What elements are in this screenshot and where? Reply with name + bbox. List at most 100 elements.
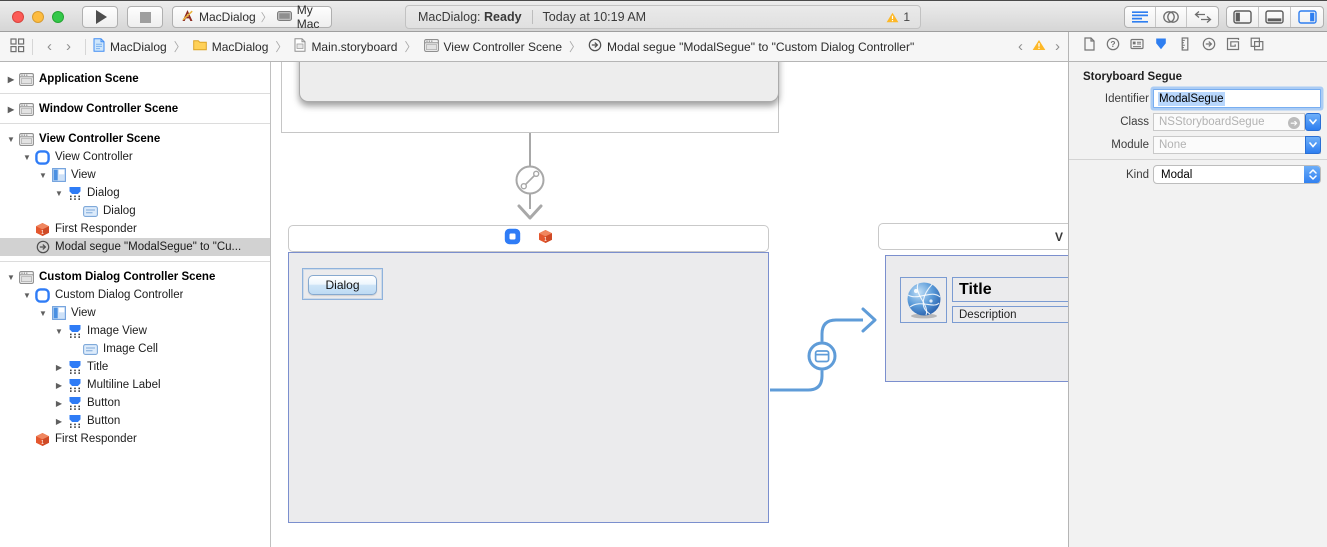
divider [32, 38, 33, 55]
toggle-debug-area-button[interactable] [1259, 7, 1291, 27]
standard-editor-button[interactable] [1125, 7, 1156, 27]
outline-row[interactable]: ▶Title [0, 358, 270, 376]
jump-to-class-icon[interactable]: ➔ [1288, 116, 1300, 129]
custom-dialog-view[interactable] [885, 255, 1068, 382]
inspector-tab-view-effects[interactable] [1250, 37, 1264, 56]
breadcrumb-item[interactable]: View Controller Scene [423, 38, 562, 55]
inspector-tab-identity[interactable] [1130, 38, 1144, 54]
disclosure-triangle[interactable]: ▼ [7, 272, 15, 282]
outline-row[interactable]: ▶Application Scene [0, 70, 270, 88]
inspector-tab-size[interactable] [1178, 37, 1192, 54]
previous-issue-button[interactable]: ‹ [1018, 38, 1023, 55]
custom-dialog-scene-header[interactable]: V [878, 223, 1068, 250]
disclosure-triangle[interactable]: ▼ [7, 134, 15, 144]
class-field[interactable]: NSStoryboardSegue ➔ [1153, 113, 1305, 131]
outline-row[interactable]: ▼Custom Dialog Controller [0, 286, 270, 304]
outline-row[interactable]: Image Cell [0, 340, 270, 358]
outline-row[interactable]: ▶Multiline Label [0, 376, 270, 394]
outline-row[interactable]: ▼Custom Dialog Controller Scene [0, 268, 270, 286]
related-items-icon[interactable] [10, 37, 25, 56]
disclosure-triangle[interactable]: ▶ [55, 362, 63, 372]
breadcrumb-item[interactable]: MacDialog [192, 39, 268, 54]
outline-row[interactable]: ▼View Controller [0, 148, 270, 166]
breadcrumb-item[interactable]: MacDialog [93, 38, 167, 55]
disclosure-triangle[interactable]: ▼ [55, 188, 63, 198]
outline-row[interactable]: Dialog [0, 202, 270, 220]
minimize-window-button[interactable] [32, 11, 44, 23]
description-label[interactable]: Description [952, 306, 1068, 323]
outline-row[interactable]: ▼View [0, 304, 270, 322]
disclosure-triangle[interactable]: ▼ [39, 170, 47, 180]
debug-panel-icon [1265, 10, 1284, 24]
outline-row[interactable]: ▼View Controller Scene [0, 130, 270, 148]
toggle-inspectors-button[interactable] [1291, 7, 1323, 27]
outline-row[interactable]: ▼Dialog [0, 184, 270, 202]
globe-image [907, 282, 940, 319]
scheme-destination: My Mac [296, 3, 320, 31]
disclosure-triangle[interactable]: ▶ [55, 398, 63, 408]
outline-row[interactable]: Modal segue "ModalSegue" to "Cu... [0, 238, 270, 256]
forward-button[interactable]: › [66, 38, 71, 55]
svg-text:1: 1 [41, 440, 44, 446]
outline-row[interactable]: ▶ Button [0, 394, 270, 412]
title-label[interactable]: Title [952, 277, 1068, 302]
outline-label: Button [87, 397, 121, 409]
disclosure-triangle[interactable]: ▼ [39, 308, 47, 318]
issues-badge[interactable]: 1 [886, 10, 910, 24]
version-editor-button[interactable] [1187, 7, 1218, 27]
xcode-project-icon [181, 9, 194, 25]
window-scene-window[interactable] [299, 62, 779, 102]
connections-icon [1202, 37, 1216, 56]
storyboard-canvas[interactable]: 1 Dialog V T [271, 62, 1068, 547]
inspector-tab-connections[interactable] [1202, 37, 1216, 56]
inspector-tab-attributes[interactable] [1154, 38, 1168, 54]
outline-row[interactable]: ▼Image View [0, 322, 270, 340]
window-scene-frame[interactable] [281, 62, 779, 133]
disclosure-triangle[interactable]: ▶ [7, 104, 15, 114]
identifier-field[interactable]: ModalSegue [1153, 89, 1321, 108]
back-button[interactable]: ‹ [47, 38, 52, 55]
module-field[interactable]: None [1153, 136, 1321, 154]
view-controller-view[interactable] [288, 252, 769, 523]
outline-row[interactable]: ▶Button [0, 412, 270, 430]
outline-separator [0, 88, 270, 100]
module-dropdown-button[interactable] [1305, 136, 1321, 154]
scene-icon [423, 38, 439, 55]
outline-row[interactable]: ▼View [0, 166, 270, 184]
warning-icon[interactable] [1032, 39, 1046, 54]
disclosure-triangle[interactable]: ▼ [23, 290, 31, 300]
inspector-tab-file[interactable] [1082, 37, 1096, 54]
view-effects-icon [1250, 37, 1264, 56]
disclosure-triangle[interactable]: ▶ [7, 74, 15, 84]
scheme-selector[interactable]: MacDialog 〉 My Mac [172, 3, 332, 31]
run-button[interactable] [82, 6, 118, 28]
image-view[interactable] [900, 277, 947, 323]
inspector-tab-quick-help[interactable]: ? [1106, 37, 1120, 54]
stop-button[interactable] [127, 6, 163, 28]
outline-row[interactable]: ▶Window Controller Scene [0, 100, 270, 118]
warning-count: 1 [903, 10, 910, 24]
kind-popup[interactable]: Modal [1153, 165, 1321, 184]
view-controller-scene-header[interactable]: 1 [288, 225, 769, 252]
disclosure-triangle[interactable]: ▼ [23, 152, 31, 162]
breadcrumb-item[interactable]: Main.storyboard [294, 38, 397, 55]
toggle-navigator-button[interactable] [1227, 7, 1259, 27]
class-label: Class [1120, 116, 1149, 128]
breadcrumb-item[interactable]: Modal segue "ModalSegue" to "Custom Dial… [588, 38, 914, 55]
assistant-editor-button[interactable] [1156, 7, 1187, 27]
view-controller-icon[interactable] [504, 228, 521, 250]
class-dropdown-button[interactable] [1305, 113, 1321, 131]
inspector-tab-bindings[interactable] [1226, 37, 1240, 54]
disclosure-triangle[interactable]: ▶ [55, 380, 63, 390]
disclosure-triangle[interactable]: ▶ [55, 416, 63, 426]
dialog-button-selection[interactable] [302, 268, 383, 300]
close-window-button[interactable] [12, 11, 24, 23]
breadcrumb-separator: 〉 [173, 40, 186, 54]
zoom-window-button[interactable] [52, 11, 64, 23]
dialog-push-button[interactable]: Dialog [308, 275, 377, 295]
first-responder-icon[interactable]: 1 [538, 229, 553, 249]
disclosure-triangle[interactable]: ▼ [55, 326, 63, 336]
next-issue-button[interactable]: › [1055, 38, 1060, 55]
